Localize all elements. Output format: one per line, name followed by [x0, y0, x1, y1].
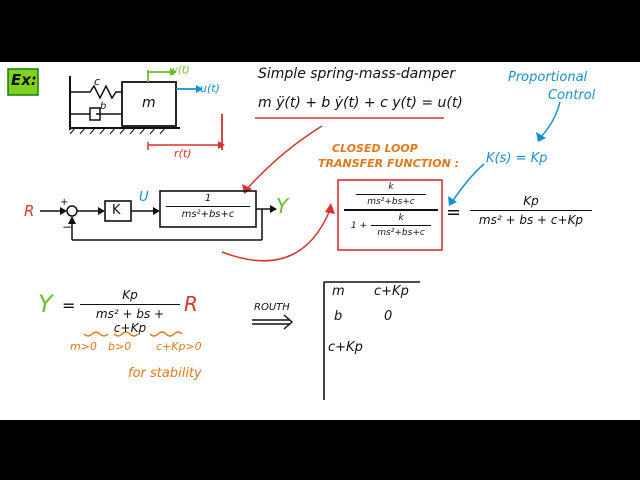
routh-r2c1: b	[334, 309, 343, 324]
closed-loop-line2: TRANSFER FUNCTION :	[318, 157, 460, 170]
bottom-equals: =	[62, 296, 76, 315]
bottom-y: Y	[38, 290, 53, 318]
mass-box	[121, 81, 177, 127]
cltf-rhs-den: ms² + bs + c+Kp	[478, 213, 584, 227]
spring-label: c	[94, 75, 101, 88]
block-u: U	[139, 190, 149, 205]
cltf-rhs-num: Kp	[523, 194, 539, 208]
whiteboard: Ex: c b m y(t) u(t) r(t) Simple spring-m…	[0, 62, 640, 420]
title: Simple spring-mass-damper	[258, 66, 456, 82]
bottom-fraction: Kp ms² + bs + c+Kp	[80, 288, 180, 335]
example-tag: Ex:	[11, 71, 37, 89]
mass-label: m	[142, 95, 156, 111]
cltf-den-den: ms²+bs+c	[377, 228, 425, 238]
cond-b: b>0	[108, 340, 132, 353]
equation: m ÿ(t) + b ẏ(t) + c y(t) = u(t)	[258, 95, 463, 111]
routh-r1c2: c+Kp	[374, 284, 409, 299]
proportional-line1: Proportional	[508, 70, 588, 85]
block-y: Y	[276, 194, 289, 218]
y-arrow-label: y(t)	[172, 65, 190, 76]
routh-r2c2: 0	[384, 309, 393, 324]
spring	[70, 84, 122, 100]
stability-label: for stability	[128, 366, 202, 381]
ground-hatch	[69, 127, 166, 135]
damper-label: b	[100, 101, 107, 112]
block-plus: +	[60, 197, 69, 208]
cltf-fraction: k ms²+bs+c 1 + k ms²+bs+c	[344, 182, 438, 238]
cltf-equals: =	[446, 202, 462, 223]
summing-junction	[66, 205, 78, 217]
bottom-r: R	[184, 292, 198, 316]
plant-fraction: 1 ms²+bs+c	[166, 193, 250, 220]
routh-r3c1: c+Kp	[328, 340, 363, 355]
block-k: K	[112, 203, 121, 218]
u-arrow-label: u(t)	[200, 82, 220, 95]
plant-numerator: 1	[204, 193, 212, 204]
r-label: r(t)	[174, 147, 192, 160]
cltf-rhs-fraction: Kp ms² + bs + c+Kp	[470, 194, 592, 227]
block-r: R	[24, 202, 35, 220]
closed-loop-line1: CLOSED LOOP	[332, 142, 418, 155]
ks-label: K(s) = Kp	[486, 151, 548, 166]
block-minus: −	[62, 220, 73, 234]
proportional-line2: Control	[548, 88, 596, 103]
cond-m: m>0	[70, 340, 97, 353]
line-art	[7, 68, 561, 400]
cltf-num-num: k	[388, 182, 394, 192]
cltf-den-one: 1 +	[350, 220, 368, 231]
bottom-num: Kp	[122, 288, 138, 302]
cond-c: c+Kp>0	[156, 340, 202, 353]
cltf-box	[337, 179, 443, 251]
bottom-den: ms² + bs + c+Kp	[95, 307, 165, 335]
example-box	[7, 68, 39, 96]
routh-r1c1: m	[332, 284, 345, 299]
routh-label: ROUTH	[254, 302, 290, 313]
cltf-num-den: ms²+bs+c	[367, 197, 415, 207]
plant-denominator: ms²+bs+c	[181, 209, 235, 220]
cltf-den-num: k	[398, 213, 404, 223]
